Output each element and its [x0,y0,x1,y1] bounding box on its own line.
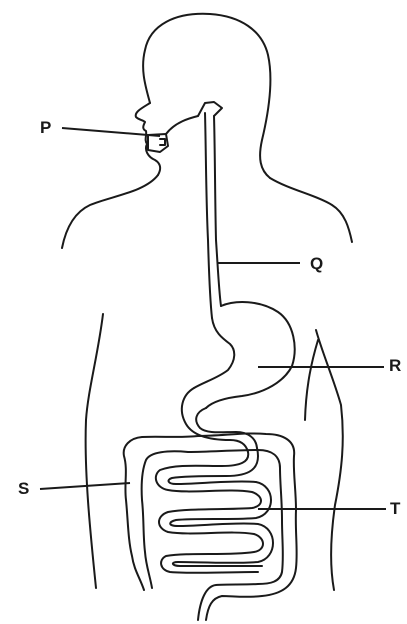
label-p: P [40,119,51,136]
label-q: Q [310,255,323,272]
mouth-inner [160,139,165,145]
left-shoulder [62,175,158,248]
stomach-inner-curve [194,318,234,388]
duodenum-inner [196,408,257,448]
left-torso-side [86,314,103,588]
leader-line-s [40,483,130,489]
label-r: R [389,357,401,374]
label-s: S [18,480,29,497]
right-torso-side [316,330,343,590]
right-shoulder [270,178,352,242]
head-outline [143,14,270,178]
duodenum-outer [182,388,248,452]
esophagus-left-wall [205,113,212,318]
esophagus-right-wall [214,116,221,306]
pharynx-right-wall [198,102,222,116]
right-flank-line [305,340,318,420]
small-intestine-coil-outer [156,452,263,573]
stomach-outline [206,302,295,408]
large-intestine-outer [124,433,297,620]
pharynx-left-wall [166,116,198,134]
label-t: T [390,500,400,517]
